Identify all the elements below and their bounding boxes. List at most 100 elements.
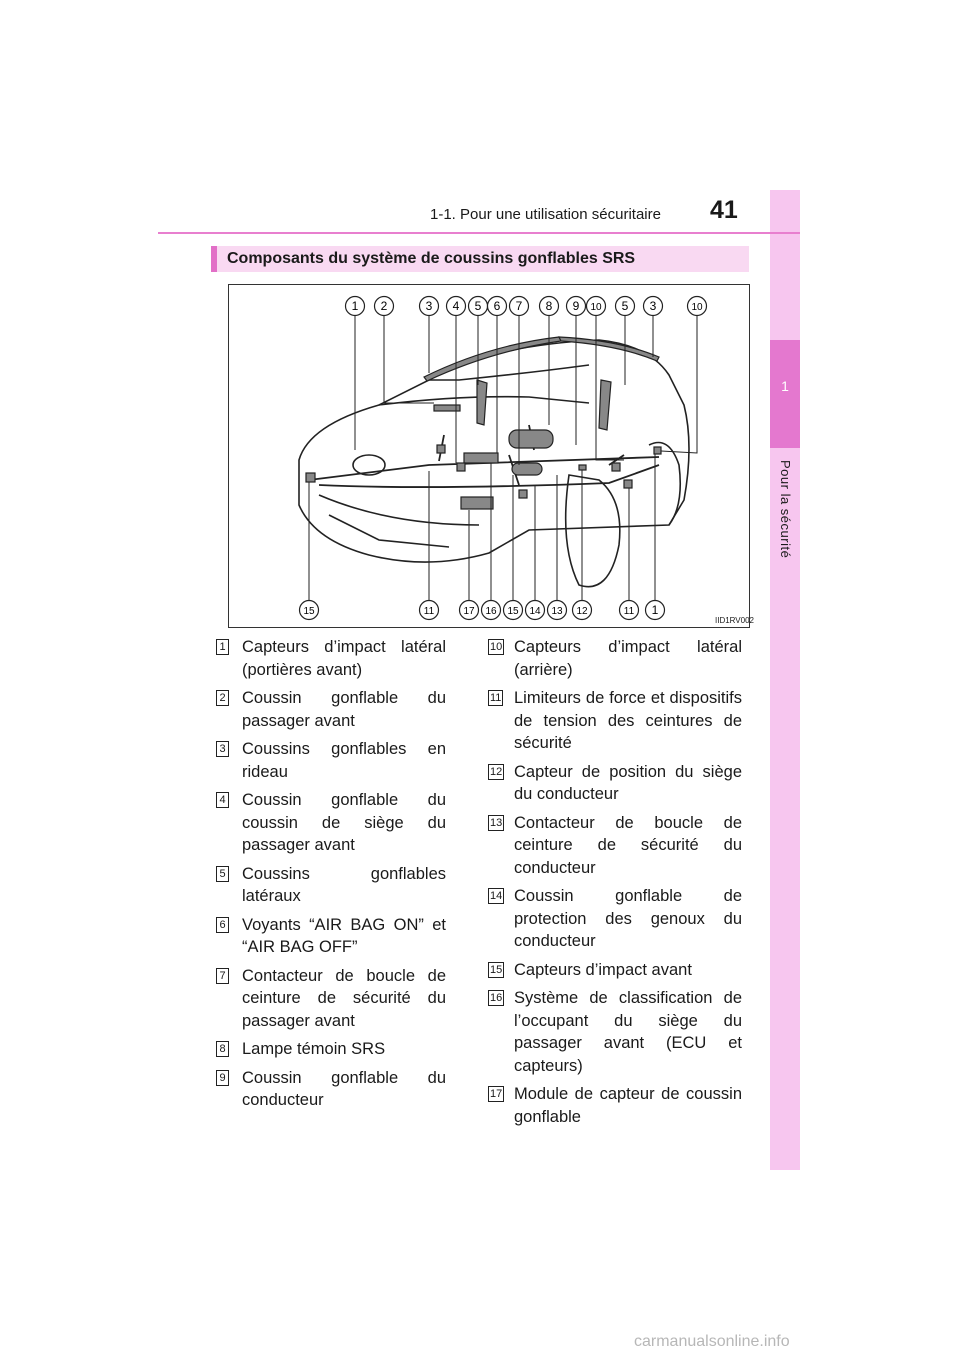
callout-label: 16 [485, 606, 497, 617]
legend-item: 17 Module de capteur de coussin gonflable [488, 1083, 742, 1128]
callout-3: 3 [644, 297, 663, 316]
legend-item-number: 14 [488, 888, 504, 904]
callout-12: 12 [573, 601, 592, 620]
callout-10: 10 [688, 297, 707, 316]
legend-item-number: 4 [216, 792, 229, 808]
callout-label: 10 [691, 302, 703, 313]
callout-label: 15 [507, 606, 519, 617]
legend-item-text: Lampe témoin SRS [242, 1040, 385, 1058]
chapter-number: 1 [770, 378, 800, 394]
figure-code: IID1RV002 [715, 616, 754, 625]
callout-label: 13 [551, 606, 563, 617]
legend-item-number: 16 [488, 990, 504, 1006]
callout-14: 14 [526, 601, 545, 620]
legend-item: 15 Capteurs d’impact avant [488, 959, 742, 982]
legend-item-number: 12 [488, 764, 504, 780]
legend-item: 4 Coussin gonflable du coussin de siège d… [216, 789, 446, 857]
legend-item-number: 11 [488, 690, 503, 706]
legend-item-text: Coussin gonflable du coussin de siège du… [242, 791, 446, 854]
legend-item: 8 Lampe témoin SRS [216, 1038, 446, 1061]
legend-item: 14 Coussin gonflable de protection des ge… [488, 885, 742, 953]
legend-item-number: 5 [216, 866, 229, 882]
legend-item-text: Coussins gonflables en rideau [242, 740, 446, 781]
legend-item: 5 Coussins gonflables latéraux [216, 863, 446, 908]
legend-item-text: Capteurs d’impact latéral (arrière) [514, 638, 742, 679]
callout-label: 15 [303, 606, 315, 617]
legend-item-text: Capteurs d’impact avant [514, 961, 692, 979]
legend-item-number: 17 [488, 1086, 504, 1102]
legend-item-text: Contacteur de boucle de ceinture de sécu… [514, 814, 742, 877]
legend-item-text: Contacteur de boucle de ceinture de sécu… [242, 967, 446, 1030]
callout-2: 2 [375, 297, 394, 316]
legend-item-number: 3 [216, 741, 229, 757]
legend-item: 13 Contacteur de boucle de ceinture de sé… [488, 812, 742, 880]
legend-item-text: Coussins gonflables latéraux [242, 865, 446, 906]
callout-label: 1 [652, 603, 659, 617]
legend-item-text: Capteur de position du siège du conducte… [514, 763, 742, 804]
legend-item-number: 10 [488, 639, 504, 655]
watermark: carmanualsonline.info [634, 1333, 790, 1351]
side-tab-rule [770, 232, 800, 234]
callout-10: 10 [587, 297, 606, 316]
legend-item-number: 2 [216, 690, 229, 706]
callout-9: 9 [567, 297, 586, 316]
callout-6: 6 [488, 297, 507, 316]
legend-item-text: Système de classification de l’occupant … [514, 989, 742, 1075]
legend-item-text: Coussin gonflable de protection des geno… [514, 887, 742, 950]
callout-label: 8 [546, 299, 553, 313]
legend-item-number: 9 [216, 1070, 229, 1086]
callout-5: 5 [469, 297, 488, 316]
header-rule [158, 232, 770, 234]
legend-item: 2 Coussin gonflable du passager avant [216, 687, 446, 732]
legend-item-text: Coussin gonflable du passager avant [242, 689, 446, 730]
callout-label: 14 [529, 606, 541, 617]
callout-4: 4 [447, 297, 466, 316]
legend-item-number: 13 [488, 815, 504, 831]
top-callouts: 123456789105310 [346, 297, 707, 316]
callout-7: 7 [510, 297, 529, 316]
callout-11: 11 [620, 601, 639, 620]
callout-label: 10 [590, 302, 602, 313]
callout-1: 1 [646, 601, 665, 620]
callout-11: 11 [420, 601, 439, 620]
callout-16: 16 [482, 601, 501, 620]
legend-item-text: Module de capteur de coussin gonflable [514, 1085, 742, 1126]
legend-item: 3 Coussins gonflables en rideau [216, 738, 446, 783]
legend-item-number: 15 [488, 962, 504, 978]
legend-item: 10 Capteurs d’impact latéral (arrière) [488, 636, 742, 681]
legend-item-text: Capteurs d’impact latéral (portières ava… [242, 638, 446, 679]
callout-17: 17 [460, 601, 479, 620]
callout-label: 7 [516, 299, 523, 313]
legend-item-text: Limiteurs de force et dispositifs de ten… [514, 689, 742, 752]
chapter-side-tab-marker [770, 340, 800, 448]
callout-label: 4 [453, 299, 460, 313]
callout-label: 3 [426, 299, 433, 313]
page-number: 41 [710, 196, 738, 225]
legend-item: 12 Capteur de position du siège du conduc… [488, 761, 742, 806]
callout-8: 8 [540, 297, 559, 316]
callout-label: 11 [424, 606, 435, 617]
legend-item: 9 Coussin gonflable du conducteur [216, 1067, 446, 1112]
section-heading: Composants du système de coussins gonfla… [211, 246, 749, 272]
callout-13: 13 [548, 601, 567, 620]
legend-item-number: 8 [216, 1041, 229, 1057]
callout-label: 12 [576, 606, 588, 617]
legend-left-column: 1 Capteurs d’impact latéral (portières av… [216, 636, 446, 1118]
legend-right-column: 10 Capteurs d’impact latéral (arrière) 11 L… [488, 636, 742, 1134]
callout-label: 5 [475, 299, 482, 313]
header-section-title: 1-1. Pour une utilisation sécuritaire [430, 206, 661, 223]
legend-item-number: 1 [216, 639, 229, 655]
legend-item-text: Coussin gonflable du conducteur [242, 1069, 446, 1110]
callout-label: 6 [494, 299, 501, 313]
callout-15: 15 [504, 601, 523, 620]
callout-15: 15 [300, 601, 319, 620]
legend-item: 1 Capteurs d’impact latéral (portières av… [216, 636, 446, 681]
callout-5: 5 [616, 297, 635, 316]
legend-item: 11 Limiteurs de force et dispositifs de t… [488, 687, 742, 755]
legend-item-text: Voyants “AIR BAG ON” et “AIR BAG OFF” [242, 916, 446, 957]
